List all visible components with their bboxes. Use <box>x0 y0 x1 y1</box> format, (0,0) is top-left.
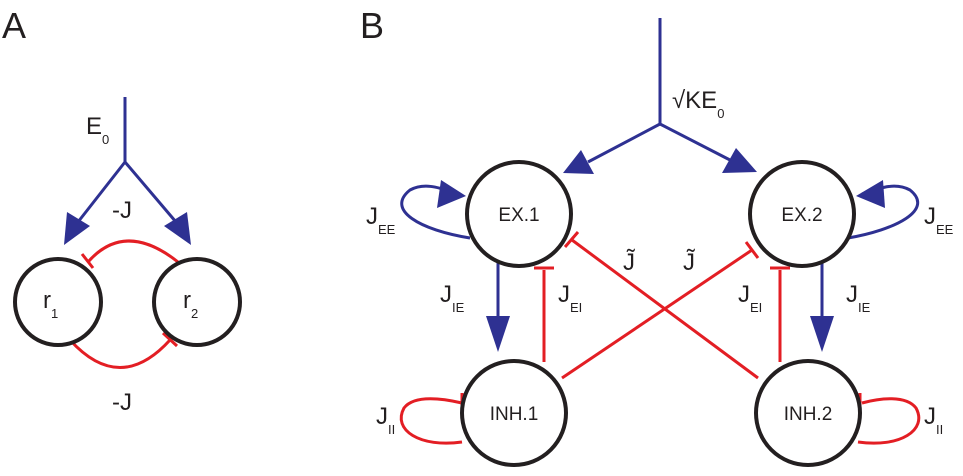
panel-b-jii-left: JII <box>376 403 395 437</box>
panel-a-top-coupling: -J <box>112 197 132 224</box>
panel-b-jtilde-right: J̃ <box>683 249 696 276</box>
panel-b-jtilde-left: J̃ <box>623 249 636 276</box>
panel-b-self-excitation-ex1 <box>400 184 471 240</box>
panel-a-input-label: E0 <box>86 113 109 147</box>
panel-b-node-inh1 <box>460 359 568 467</box>
panel-a-node-r1 <box>13 257 103 347</box>
panel-b-input-branch-right <box>659 122 731 162</box>
panel-b-jee-left: JEE <box>366 203 396 237</box>
panel-a-bottom-coupling: -J <box>112 389 132 416</box>
panel-b: B √KE0 JEE JEE JIE JEI JIE JEI <box>360 5 954 467</box>
panel-b-node-ex1-label: EX.1 <box>498 205 539 226</box>
panel-b-jii-right: JII <box>924 403 943 437</box>
panel-a-inhibition-top-bar <box>80 253 95 269</box>
panel-a-inhibition-top <box>86 239 179 264</box>
panel-b-jee-right: JEE <box>924 203 954 237</box>
panel-b-input-label: √KE0 <box>672 87 724 121</box>
panel-b-inh1-to-ex2-bar <box>744 241 760 259</box>
panel-a-input-branch-left <box>76 161 127 223</box>
panel-b-inh1-to-ex2 <box>561 248 753 380</box>
panel-b-self-excitation-ex1-head <box>437 180 466 208</box>
panel-a-node-r2-label: r2 <box>183 287 198 321</box>
panel-b-arrowhead-ex1 <box>563 150 594 174</box>
panel-b-jie-left: JIE <box>440 281 465 315</box>
panel-b-input-branch-left <box>587 122 661 164</box>
panel-b-ex2-to-inh2-head <box>810 316 834 352</box>
panel-b-ex1-to-inh1-head <box>486 316 510 352</box>
panel-b-jei-right: JEI <box>738 281 762 315</box>
panel-a-arrowhead-right <box>164 212 191 245</box>
panel-b-jei-left: JEI <box>558 281 582 315</box>
panel-b-node-inh2 <box>754 359 862 467</box>
panel-a-inhibition-bottom-bar <box>161 331 179 348</box>
panel-b-self-inhibition-inh1 <box>399 397 463 445</box>
panel-a-node-r1-label: r1 <box>43 287 58 321</box>
panel-b-jie-right: JIE <box>846 281 871 315</box>
panel-b-node-ex1 <box>465 160 573 268</box>
panel-a-inhibition-bottom <box>68 338 172 369</box>
panel-a-label: A <box>2 5 26 46</box>
panel-b-node-inh2-label: INH.2 <box>784 404 833 425</box>
panel-b-label: B <box>360 5 384 46</box>
panel-a-input-branch-right <box>123 161 178 223</box>
panel-a-arrowhead-left <box>64 212 90 245</box>
panel-b-self-inhibition-inh2 <box>857 397 921 445</box>
panel-b-inh2-to-ex1-bar <box>563 231 580 248</box>
panel-b-arrowhead-ex2 <box>722 148 757 173</box>
panel-a: A E0 -J -J r1 r2 <box>2 5 242 416</box>
panel-b-node-ex2 <box>748 160 856 268</box>
panel-b-self-excitation-ex2-head <box>856 180 885 208</box>
panel-b-node-inh1-label: INH.1 <box>490 404 539 425</box>
panel-b-node-ex2-label: EX.2 <box>781 205 822 226</box>
panel-a-node-r2 <box>152 257 242 347</box>
panel-b-inh2-to-ex1 <box>571 238 759 380</box>
